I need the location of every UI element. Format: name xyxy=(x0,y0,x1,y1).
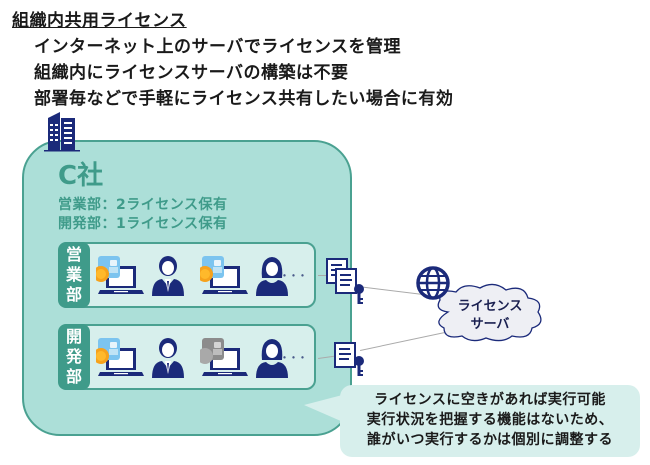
female-user-icon xyxy=(256,257,288,296)
department-label: 営 業 部 xyxy=(58,242,90,308)
license-server-cloud xyxy=(437,283,542,342)
female-user-icon xyxy=(256,339,288,378)
callout-box xyxy=(340,385,640,457)
diagram-title: 組織内共用ライセンス xyxy=(12,11,187,31)
bullet-2: 組織内にライセンスサーバの構築は不要 xyxy=(34,63,349,83)
license-count-sales: 営業部：2ライセンス保有 xyxy=(58,197,228,213)
connector-line xyxy=(318,275,330,276)
male-user-icon xyxy=(152,338,184,378)
license-document-icon xyxy=(334,342,364,376)
laptop-with-app-icon xyxy=(96,338,144,376)
server-label: ライセンス サーバ xyxy=(457,299,523,332)
more-members-ellipsis: ･･･ xyxy=(281,269,308,285)
male-user-icon xyxy=(152,256,184,296)
building-icon xyxy=(44,112,80,152)
callout-pointer xyxy=(304,393,350,425)
license-document-icon xyxy=(326,258,364,304)
company-name: C社 xyxy=(58,161,104,191)
department-label: 開 発 部 xyxy=(58,324,90,390)
bullet-1: インターネット上のサーバでライセンスを管理 xyxy=(34,37,401,57)
more-members-ellipsis: ･･･ xyxy=(281,351,308,367)
globe-icon xyxy=(416,266,450,300)
laptop-with-inactive-app-icon xyxy=(200,338,248,376)
bullet-3: 部署毎などで手軽にライセンス共有したい場合に有効 xyxy=(34,89,454,109)
license-count-dev: 開発部：1ライセンス保有 xyxy=(58,216,228,232)
callout-text: ライセンスに空きがあれば実行可能 実行状況を把握する機能はないため、 誰がいつ実… xyxy=(366,392,614,448)
laptop-with-app-icon xyxy=(96,256,144,294)
laptop-with-app-icon xyxy=(200,256,248,294)
